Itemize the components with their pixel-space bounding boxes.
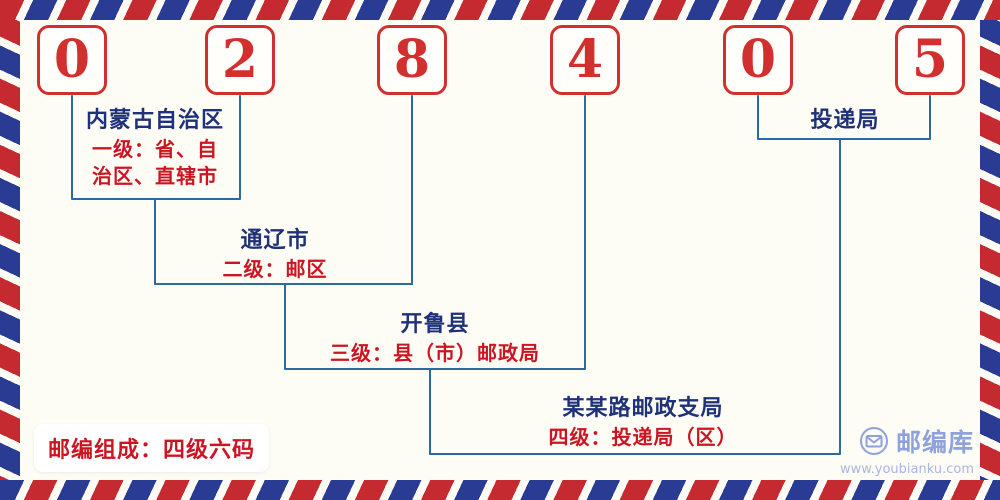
level4-desc: 四级：投递局（区） (548, 425, 738, 449)
annotation-delivery: 投递局 (775, 106, 915, 136)
annotation-level2: 通辽市 二级：邮区 (210, 226, 340, 283)
digit-3: 8 (393, 29, 431, 90)
level3-bracket-line (284, 95, 586, 370)
airmail-border-left (0, 0, 20, 500)
brand-row: 邮编库 (840, 423, 974, 459)
digit-6: 5 (911, 29, 949, 90)
digit-box-1: 0 (37, 25, 107, 95)
digit-2: 2 (221, 29, 259, 90)
level2-bracket-line (154, 95, 413, 285)
brand-name[interactable]: 邮编库 (895, 428, 974, 457)
level2-region-name: 通辽市 (240, 228, 310, 253)
digit-box-4: 4 (550, 25, 620, 95)
airmail-border-top (0, 0, 1000, 20)
digit-1: 0 (53, 29, 91, 90)
level4-region-name: 某某路邮政支局 (562, 396, 724, 421)
digit-box-5: 0 (723, 25, 793, 95)
level2-desc: 二级：邮区 (222, 257, 328, 281)
level3-region-name: 开鲁县 (400, 312, 470, 337)
composition-label: 邮编组成：四级六码 (34, 424, 270, 472)
digit-box-2: 2 (205, 25, 275, 95)
level1-desc-line1: 一级：省、自 (92, 137, 218, 161)
delivery-office-label: 投递局 (810, 108, 880, 133)
level3-desc: 三级：县（市）邮政局 (330, 341, 540, 365)
annotation-level1: 内蒙古自治区 一级：省、自 治区、直辖市 (70, 106, 240, 190)
delivery-bracket-line (757, 95, 931, 140)
level1-region-name: 内蒙古自治区 (85, 108, 224, 133)
airmail-border-right (980, 0, 1000, 500)
level4-bracket-line (429, 139, 841, 455)
airmail-border-bottom (0, 480, 1000, 500)
annotation-level3: 开鲁县 三级：县（市）邮政局 (320, 310, 550, 367)
annotation-level4: 某某路邮政支局 四级：投递局（区） (528, 394, 758, 451)
digit-box-6: 5 (895, 25, 965, 95)
brand-url[interactable]: www.youbianku.com (839, 462, 974, 477)
digit-5: 0 (739, 29, 777, 90)
digit-box-3: 8 (377, 25, 447, 95)
level1-desc-line2: 治区、直辖市 (92, 164, 218, 188)
digit-4: 4 (566, 29, 604, 90)
brand-area: 邮编库 www.youbianku.com (840, 423, 974, 477)
envelope-logo-icon[interactable] (859, 426, 889, 456)
